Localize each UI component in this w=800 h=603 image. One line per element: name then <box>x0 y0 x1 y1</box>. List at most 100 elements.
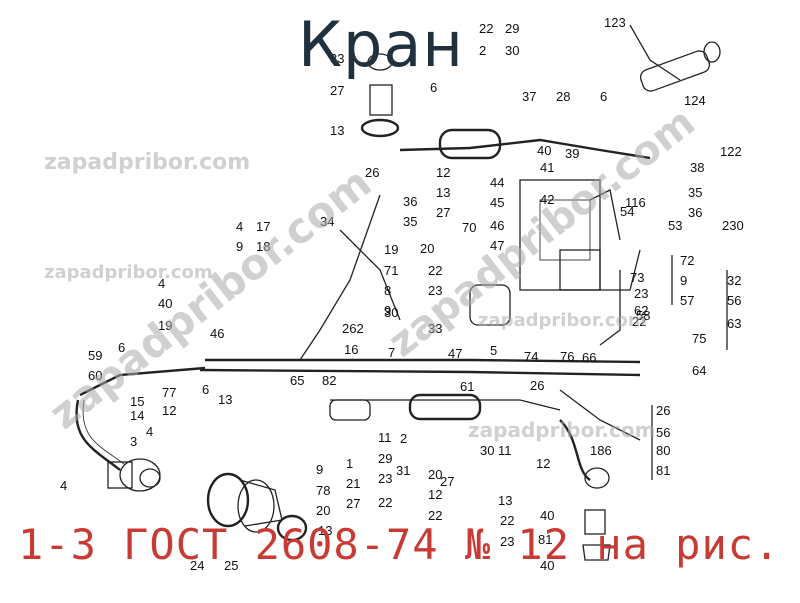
right-hose <box>559 419 591 481</box>
coupling-head <box>107 458 161 492</box>
callout-label: 57 <box>680 293 694 308</box>
callout-label: 65 <box>290 373 304 388</box>
callout-label: 124 <box>684 93 706 108</box>
right-riser <box>599 270 621 346</box>
callout-label: 58 <box>636 308 650 323</box>
callout-label: 16 <box>344 342 358 357</box>
callout-label: 73 <box>630 270 644 285</box>
callout-label: 19 <box>158 318 172 333</box>
callout-label: 39 <box>565 146 579 161</box>
callout-label: 123 <box>604 15 626 30</box>
callout-label: 30 <box>505 43 519 58</box>
callout-label: 13 <box>330 123 344 138</box>
main-pipe-lower <box>199 368 641 377</box>
pipe-82 <box>559 389 641 441</box>
callout-label: 75 <box>692 331 706 346</box>
callout-label: 40 <box>540 508 554 523</box>
callout-label: 186 <box>590 443 612 458</box>
page-title: Кран <box>298 8 464 81</box>
callout-label: 12 <box>436 165 450 180</box>
callout-label: 6 <box>430 80 437 95</box>
callout-label: 63 <box>727 316 741 331</box>
callout-label: 56 <box>727 293 741 308</box>
callout-label: 25 <box>224 558 238 573</box>
callout-label: 30 <box>480 443 494 458</box>
callout-label: 13 <box>218 392 232 407</box>
callout-label: 62 <box>634 303 648 318</box>
callout-label: 9 <box>680 273 687 288</box>
callout-label: 3 <box>130 434 137 449</box>
callout-label: 40 <box>158 296 172 311</box>
bottom-pipe <box>330 399 561 411</box>
valve-assembly <box>360 53 400 138</box>
fitting-123 <box>639 41 721 92</box>
callout-label: 71 <box>384 263 398 278</box>
callout-label: 36 <box>403 194 417 209</box>
callout-label: 20 <box>316 503 330 518</box>
callout-label: 13 <box>318 523 332 538</box>
callout-label: 35 <box>688 185 702 200</box>
callout-label: 66 <box>582 350 596 365</box>
crane-valve-cluster <box>519 179 641 291</box>
callout-label: 19 <box>384 242 398 257</box>
callout-label: 22 <box>500 513 514 528</box>
callout-label: 2 <box>479 43 486 58</box>
callout-label: 38 <box>690 160 704 175</box>
callout-label: 22 <box>632 314 646 329</box>
union-fitting <box>206 472 308 542</box>
callout-label: 77 <box>162 385 176 400</box>
bottom-right-fitting <box>582 467 611 561</box>
top-pipe <box>399 138 651 160</box>
callout-label: 47 <box>490 238 504 253</box>
watermark-2: zapadpribor.com <box>44 262 213 283</box>
callout-label: 41 <box>540 160 554 175</box>
callout-label: 27 <box>346 496 360 511</box>
callout-label: 4 <box>236 219 243 234</box>
callout-label: 21 <box>346 476 360 491</box>
callout-label: 22 <box>428 263 442 278</box>
callout-label: 64 <box>692 363 706 378</box>
callout-label: 28 <box>556 89 570 104</box>
watermark-3: zapadpribor.com <box>478 310 647 331</box>
callout-label: 72 <box>680 253 694 268</box>
callout-label: 8 <box>384 283 391 298</box>
callout-label: 7 <box>388 345 395 360</box>
callout-label: 4 <box>158 276 165 291</box>
callout-label: 56 <box>656 425 670 440</box>
callout-label: 14 <box>130 408 144 423</box>
callout-label: 11 <box>498 443 512 458</box>
callout-label: 17 <box>256 219 270 234</box>
callout-label: 22 <box>378 495 392 510</box>
callout-label: 22 <box>479 21 493 36</box>
callout-label: 23 <box>428 283 442 298</box>
callout-label: 12 <box>536 456 550 471</box>
callout-label: 60 <box>88 368 102 383</box>
caption-text: 1-3 ГОСТ 2608-74 № 12 на рис. <box>18 520 781 569</box>
callout-label: 13 <box>498 493 512 508</box>
left-hose <box>75 399 121 471</box>
callout-label: 1 <box>346 456 353 471</box>
callout-label: 81 <box>538 532 552 547</box>
left-hose-inner <box>82 399 125 465</box>
callout-label: 76 <box>560 349 574 364</box>
callout-label: 46 <box>490 218 504 233</box>
callout-label: 23 <box>378 471 392 486</box>
callout-label: 32 <box>727 273 741 288</box>
callout-label: 40 <box>540 558 554 573</box>
callout-label: 81 <box>656 463 670 478</box>
callout-label: 36 <box>688 205 702 220</box>
callout-label: 4 <box>60 478 67 493</box>
callout-label: 78 <box>316 483 330 498</box>
callout-label: 35 <box>403 214 417 229</box>
callout-label: 12 <box>162 403 176 418</box>
main-pipe-upper <box>205 358 641 364</box>
callout-label: 9 <box>316 462 323 477</box>
callout-label: 122 <box>720 144 742 159</box>
callout-label: 26 <box>530 378 544 393</box>
callout-label: 26 <box>365 165 379 180</box>
callout-label: 46 <box>210 326 224 341</box>
watermark-1: zapadpribor.com <box>44 150 251 175</box>
